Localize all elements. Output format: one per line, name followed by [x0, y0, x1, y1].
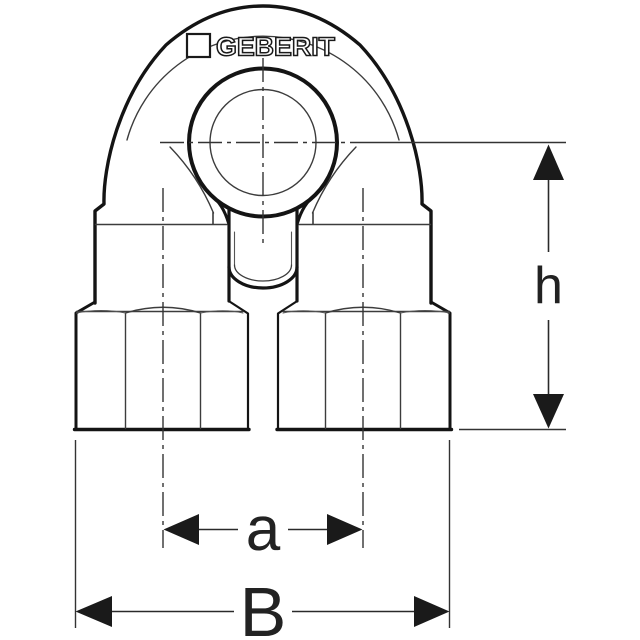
- h-arrow-down-icon: [533, 394, 564, 429]
- h-dimension-label: h: [534, 257, 563, 315]
- right-saddle-arc: [311, 146, 357, 214]
- right-nut-inner-edge: [276, 300, 298, 431]
- logo-square-icon: [185, 32, 212, 59]
- right-nut-corner-arc-inner: [282, 310, 327, 314]
- centerlines: [160, 58, 566, 548]
- h-arrow-up-icon: [533, 144, 564, 180]
- left-nut-corner-arc-inner: [199, 310, 244, 314]
- B-arrow-left-icon: [75, 596, 112, 627]
- dimension-a: a: [163, 495, 363, 564]
- right-nut-outer-edge: [429, 300, 452, 431]
- B-arrow-right-icon: [414, 596, 450, 627]
- a-dimension-label: a: [246, 495, 281, 564]
- dimension-h: h: [459, 144, 566, 431]
- dimension-B: B: [74, 440, 451, 640]
- central-pipe-inner-bottom-arc: [233, 264, 293, 282]
- body-outline: [93, 4, 433, 305]
- left-saddle-arc: [169, 146, 215, 214]
- brand-text: GEBERIT: [216, 32, 335, 62]
- a-arrow-right-icon: [327, 514, 363, 545]
- inner-dome-arc: [126, 35, 400, 141]
- central-pipe-bottom-arc: [227, 265, 299, 290]
- left-nut-corner-arc-outer: [75, 309, 127, 314]
- geberit-logo: GEBERIT: [185, 31, 336, 62]
- left-nut-inner-edge: [228, 300, 250, 431]
- right-nut-corner-arc-outer: [399, 309, 451, 314]
- a-arrow-left-icon: [163, 514, 199, 545]
- B-dimension-label: B: [240, 573, 287, 640]
- left-nut-outer-edge: [74, 300, 97, 431]
